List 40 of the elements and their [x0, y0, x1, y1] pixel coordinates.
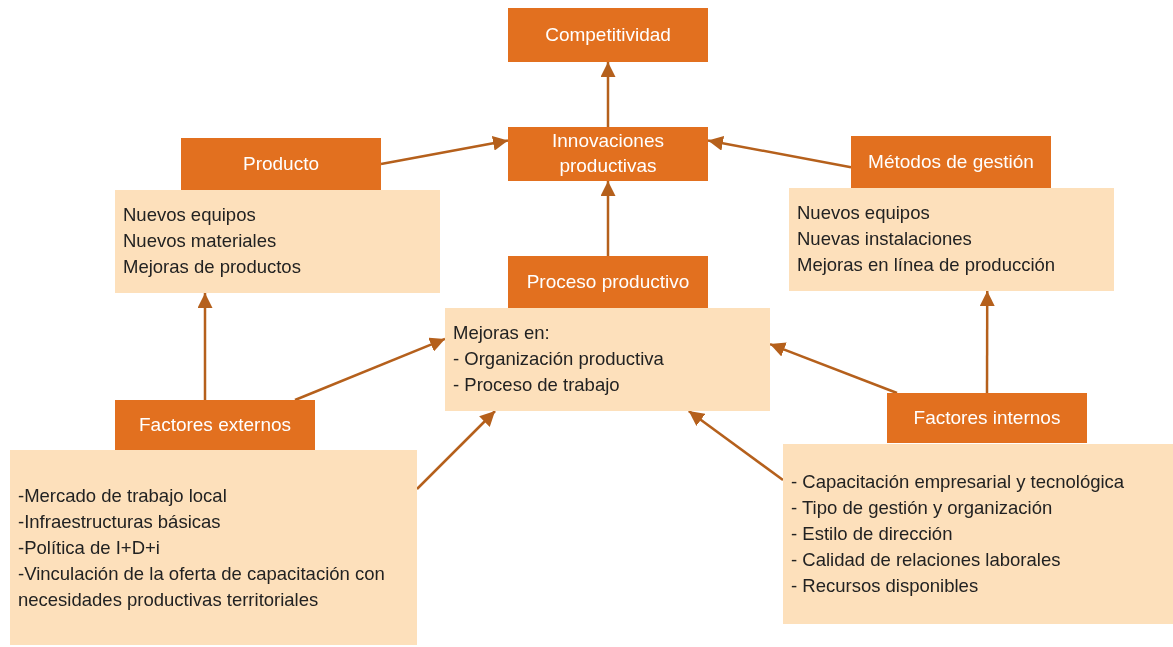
list-item: Nuevos materiales [123, 229, 278, 253]
arrow [600, 181, 616, 256]
heading-box: Innovaciones productivas [508, 127, 708, 181]
arrow [416, 410, 496, 490]
list-item: Mejoras en línea de producción [797, 253, 1057, 277]
heading-box: Producto [181, 138, 381, 190]
list-item: - Recursos disponibles [791, 574, 980, 598]
list-item: Mejoras en: [453, 321, 551, 345]
arrow [380, 135, 509, 166]
list-item: Nuevas instalaciones [797, 227, 973, 251]
heading-box: Competitividad [508, 8, 708, 62]
content-box [445, 308, 770, 411]
list-item: Mejoras de productos [123, 255, 302, 279]
arrow [707, 135, 852, 169]
arrow [979, 291, 995, 393]
list-item: -Vinculación de la oferta de capacitación con necesidades productivas territoriales [18, 561, 386, 612]
list-item: - Calidad de relaciones laborales [791, 548, 1062, 572]
list-item: - Proceso de trabajo [453, 373, 621, 397]
heading-box: Factores internos [887, 393, 1087, 443]
list-item: - Capacitación empresarial y tecnológica [791, 470, 1126, 494]
content-box [789, 188, 1114, 291]
list-item: - Tipo de gestión y organización [791, 496, 1054, 520]
list-item: Nuevos equipos [797, 201, 931, 225]
arrow [197, 293, 213, 400]
content-box [10, 450, 417, 645]
list-item: - Organización productiva [453, 347, 665, 371]
list-item: - Estilo de dirección [791, 522, 954, 546]
arrow [688, 410, 784, 481]
content-box [115, 190, 440, 293]
list-item: -Infraestructuras básicas [18, 509, 222, 534]
content-box [783, 444, 1173, 624]
list-item: -Mercado de trabajo local [18, 483, 228, 508]
arrow [294, 337, 446, 402]
heading-box: Proceso productivo [508, 256, 708, 308]
arrow [600, 62, 616, 127]
list-item: Nuevos equipos [123, 203, 257, 227]
arrow [769, 342, 898, 395]
heading-box: Factores externos [115, 400, 315, 450]
list-item: -Política de I+D+i [18, 535, 161, 560]
heading-box: Métodos de gestión [851, 136, 1051, 188]
